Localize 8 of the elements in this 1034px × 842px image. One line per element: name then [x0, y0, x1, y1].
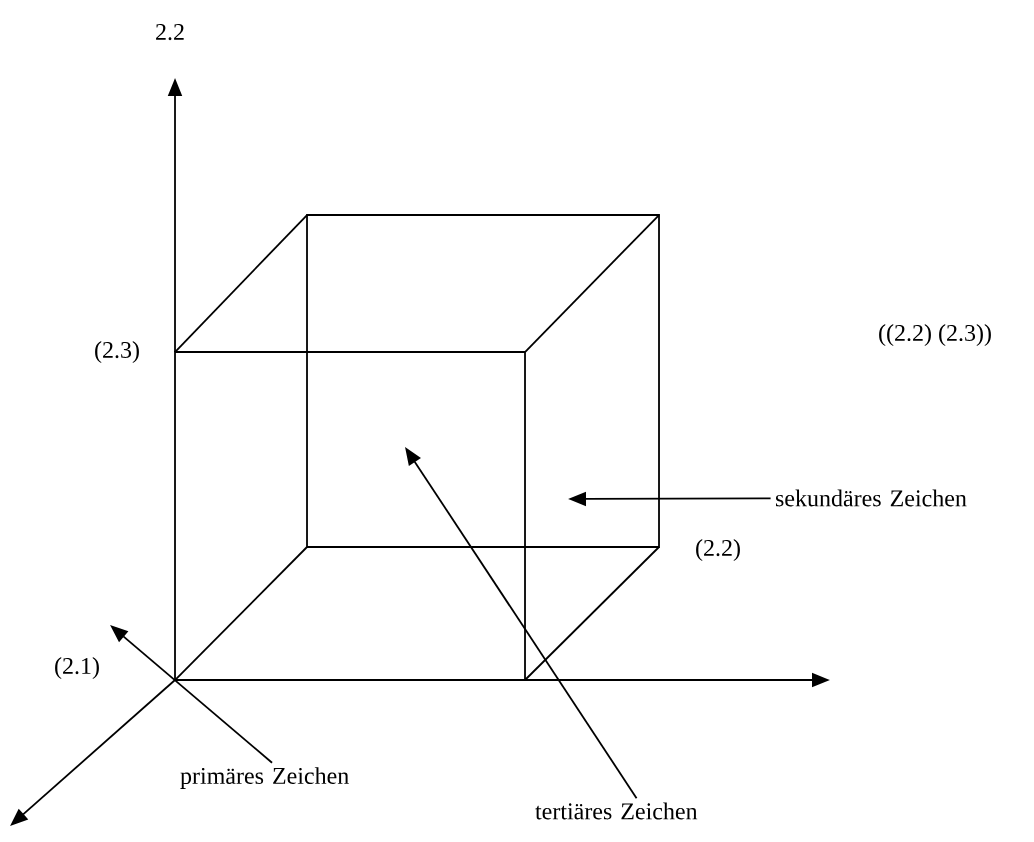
coordinate-label: ((2.2) (2.3))	[879, 324, 991, 346]
coordinate-label: (2.1)	[55, 657, 99, 679]
coordinate-label: 2.2	[156, 23, 184, 41]
callout-text: tertiäres Zeichen	[535, 802, 698, 820]
coordinate-label: (2.3)	[95, 341, 139, 363]
coordinate-label: (2.2)	[696, 539, 740, 561]
callout-text: sekundäres Zeichen	[776, 489, 967, 507]
callout-text: primäres Zeichen	[180, 767, 349, 789]
